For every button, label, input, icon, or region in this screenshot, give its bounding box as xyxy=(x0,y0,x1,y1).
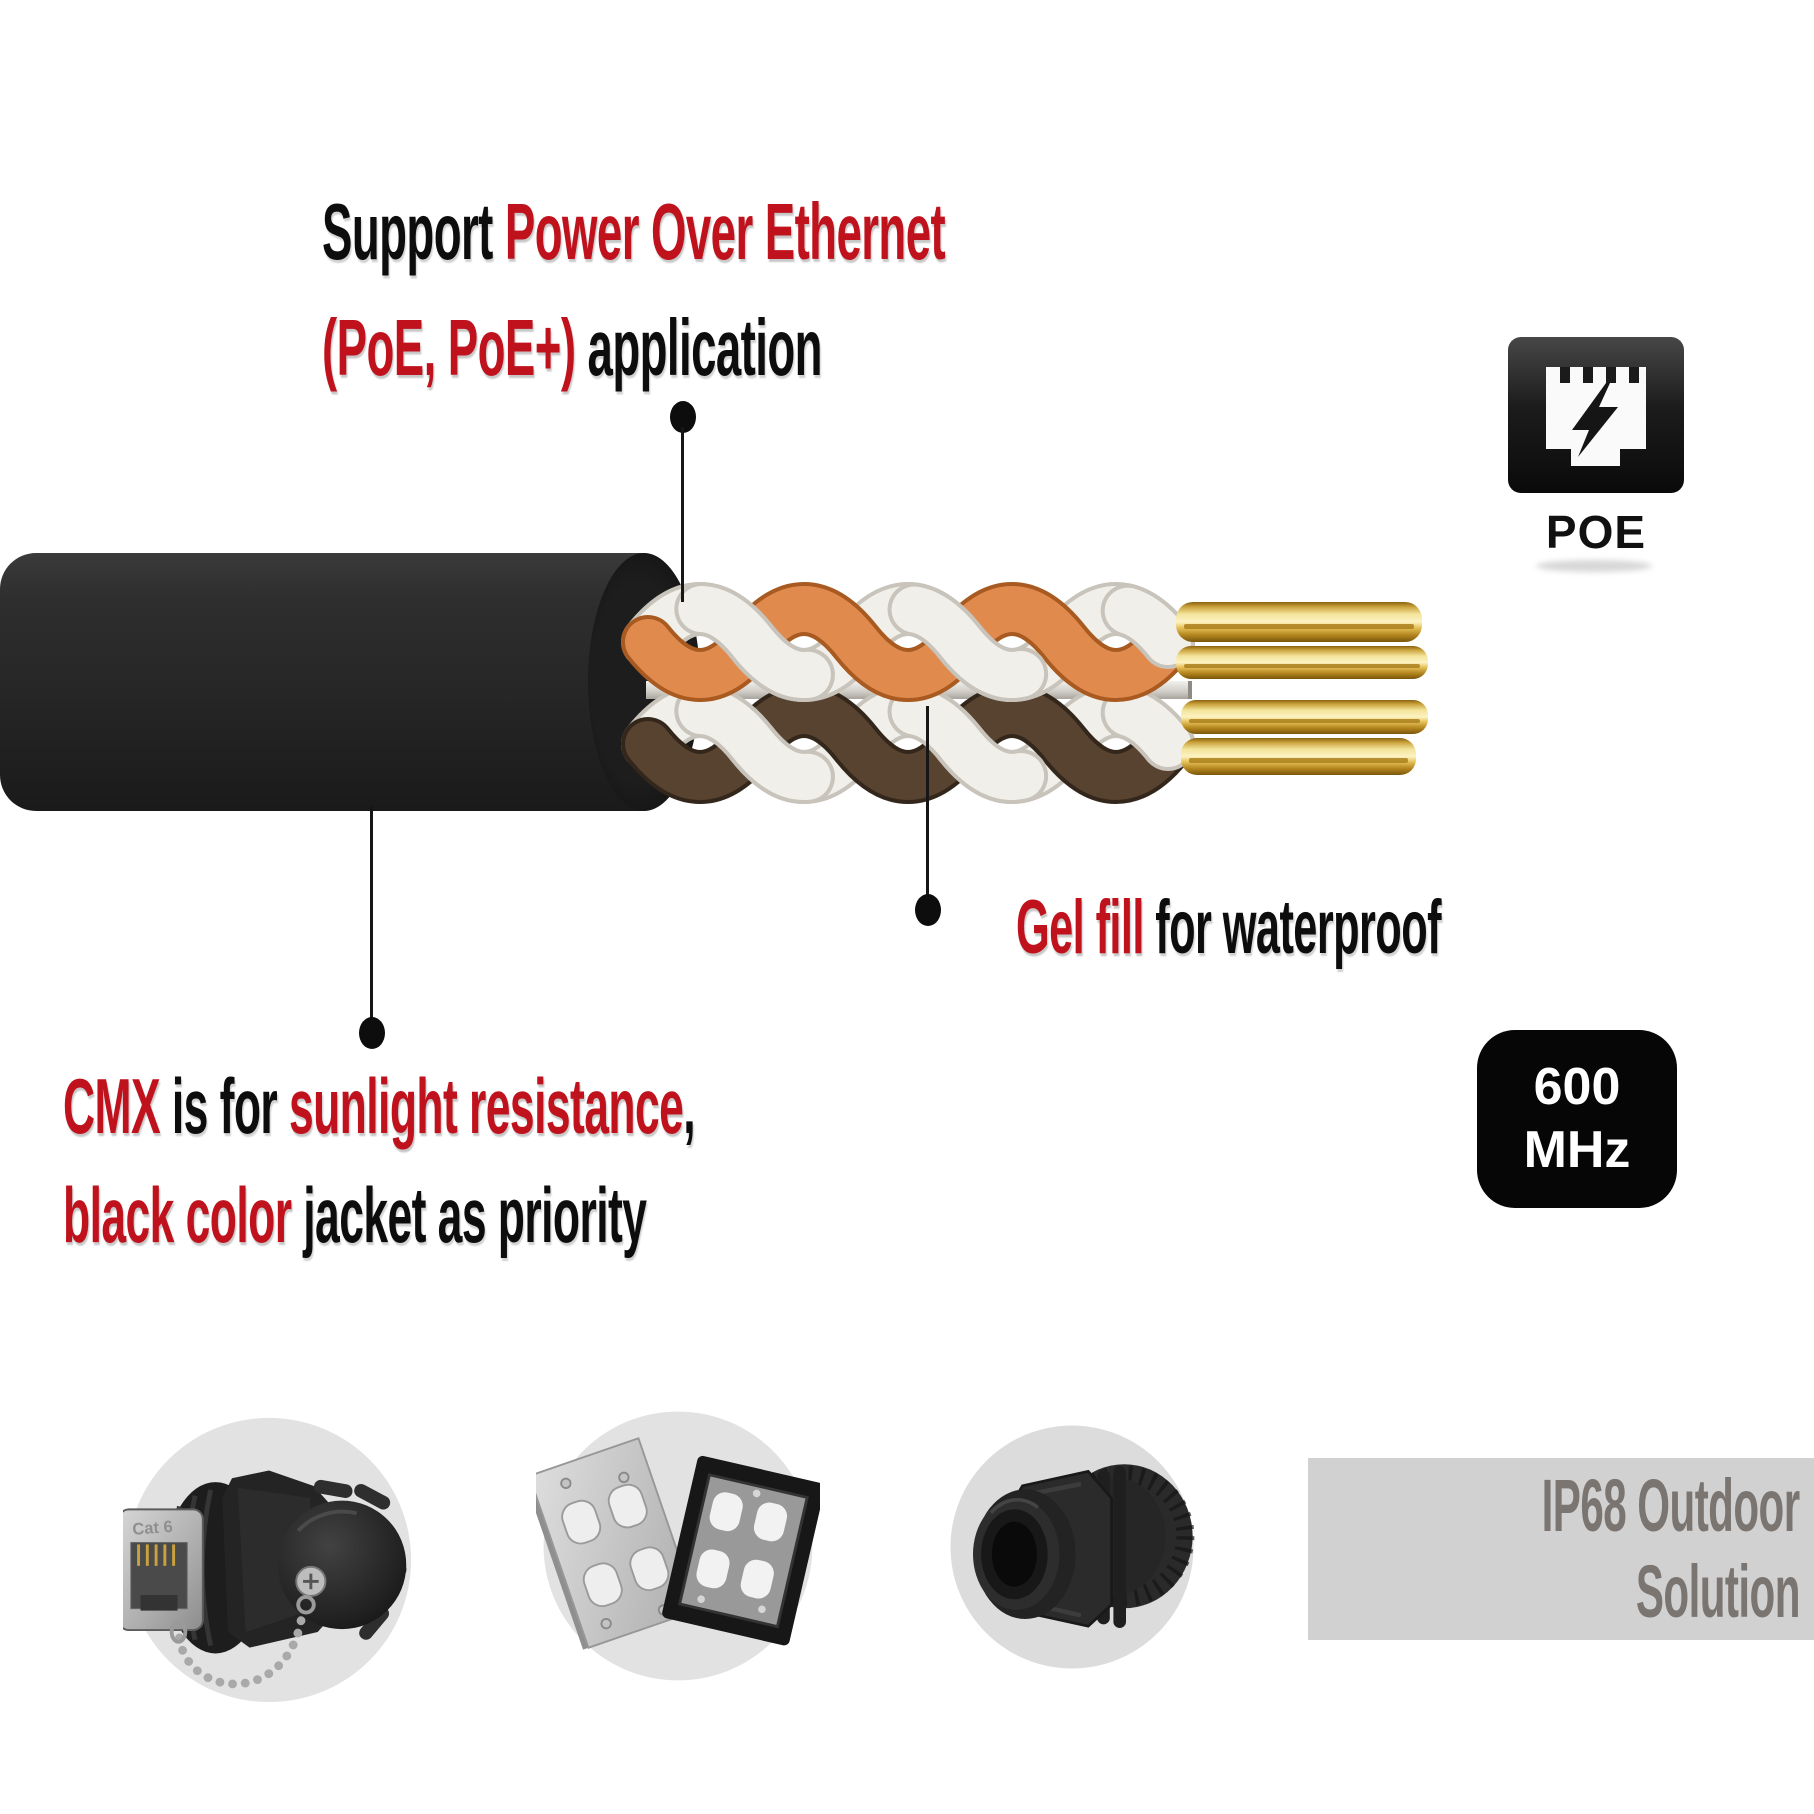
steel-plate xyxy=(536,1437,699,1650)
cmx-red-text: sunlight resistance xyxy=(288,1062,684,1150)
cmx-black-text: jacket as priority xyxy=(291,1171,647,1259)
cmx-caption-line1: CMX is for sunlight resistance, xyxy=(63,1061,1172,1152)
callout-line-poe xyxy=(681,427,684,602)
banner-line1: IP68 Outdoor xyxy=(1542,1464,1801,1548)
ip68-banner: IP68 Outdoor Solution xyxy=(1308,1458,1814,1640)
embossed-label: Cat 6 xyxy=(132,1517,174,1539)
headline-red-text: (PoE, PoE+) xyxy=(322,303,576,392)
cmx-red-text: CMX xyxy=(63,1062,161,1150)
cmx-black-text: , xyxy=(683,1062,696,1150)
brown-white-pair xyxy=(621,684,1195,804)
gland-opening xyxy=(973,1489,1076,1619)
black-plate xyxy=(662,1455,820,1646)
cmx-black-text: is for xyxy=(160,1062,289,1150)
cap-screw xyxy=(295,1565,327,1615)
product-photo-waterproof-rj45-coupler: Cat 6 xyxy=(123,1417,412,1703)
poe-label: POE xyxy=(1545,506,1647,558)
headline-line2: (PoE, PoE+) application xyxy=(322,302,1199,394)
lightning-bolt-icon xyxy=(1572,383,1618,457)
gold-conductors xyxy=(1176,602,1428,775)
product-photo-wall-plates xyxy=(536,1411,820,1681)
twisted-pairs-illustration xyxy=(621,582,1428,804)
callout-line-gel xyxy=(926,706,929,898)
cmx-red-text: black color xyxy=(63,1171,292,1259)
product-photo-cable-gland xyxy=(950,1425,1195,1669)
callout-line-cmx xyxy=(370,806,373,1024)
headline-line1: Support Power Over Ethernet xyxy=(322,186,1415,278)
orange-white-pair xyxy=(621,582,1195,702)
rj45-jack-face: Cat 6 xyxy=(123,1508,204,1632)
headline-black-text: Support xyxy=(322,187,505,276)
gel-black-text: for waterproof xyxy=(1143,885,1441,970)
ball-chain xyxy=(175,1610,307,1689)
cable-jacket xyxy=(0,553,645,811)
chain-clasp xyxy=(169,1620,188,1644)
poe-label-shadow xyxy=(1536,560,1652,572)
callout-dot-gel xyxy=(915,894,941,926)
cmx-caption-line2: black color jacket as priority xyxy=(63,1170,1086,1261)
headline-red-text: Power Over Ethernet xyxy=(504,187,946,276)
rj45-contacts xyxy=(1560,367,1639,383)
frequency-value: 600 xyxy=(1533,1057,1621,1116)
frequency-badge: 600 MHz xyxy=(1477,1030,1677,1208)
headline-black-text: application xyxy=(575,303,823,392)
frequency-unit: MHz xyxy=(1523,1121,1631,1179)
poe-icon xyxy=(1508,337,1684,493)
callout-dot-cmx xyxy=(359,1017,385,1049)
gel-fill-caption: Gel fill for waterproof xyxy=(1016,884,1762,971)
banner-line2: Solution xyxy=(1635,1550,1801,1633)
gel-red-text: Gel fill xyxy=(1016,885,1144,970)
